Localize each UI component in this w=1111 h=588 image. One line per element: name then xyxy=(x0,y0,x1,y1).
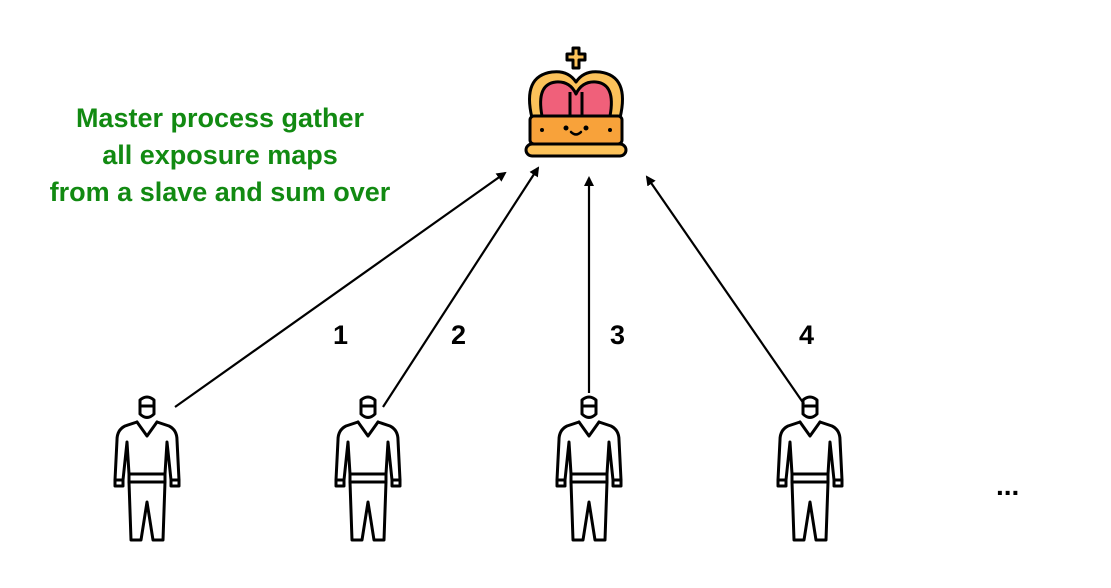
more-ellipsis: ... xyxy=(996,470,1020,501)
step-label-1: 1 xyxy=(333,320,349,350)
caption-line: from a slave and sum over xyxy=(49,177,391,207)
worker-icon xyxy=(555,395,623,542)
worker-icon xyxy=(113,395,181,542)
caption-line: all exposure maps xyxy=(102,140,338,170)
master-caption: Master process gather all exposure maps … xyxy=(10,100,430,211)
arrow-slave-1 xyxy=(174,171,507,408)
arrow-slave-4 xyxy=(645,175,805,405)
step-label-4: 4 xyxy=(799,320,815,350)
caption-line: Master process gather xyxy=(75,103,365,133)
arrow-slave-2 xyxy=(382,166,540,408)
worker-icon xyxy=(334,395,402,542)
worker-icon xyxy=(776,395,844,542)
step-label-3: 3 xyxy=(610,320,626,350)
step-label-2: 2 xyxy=(451,320,467,350)
crown-icon xyxy=(524,46,628,158)
